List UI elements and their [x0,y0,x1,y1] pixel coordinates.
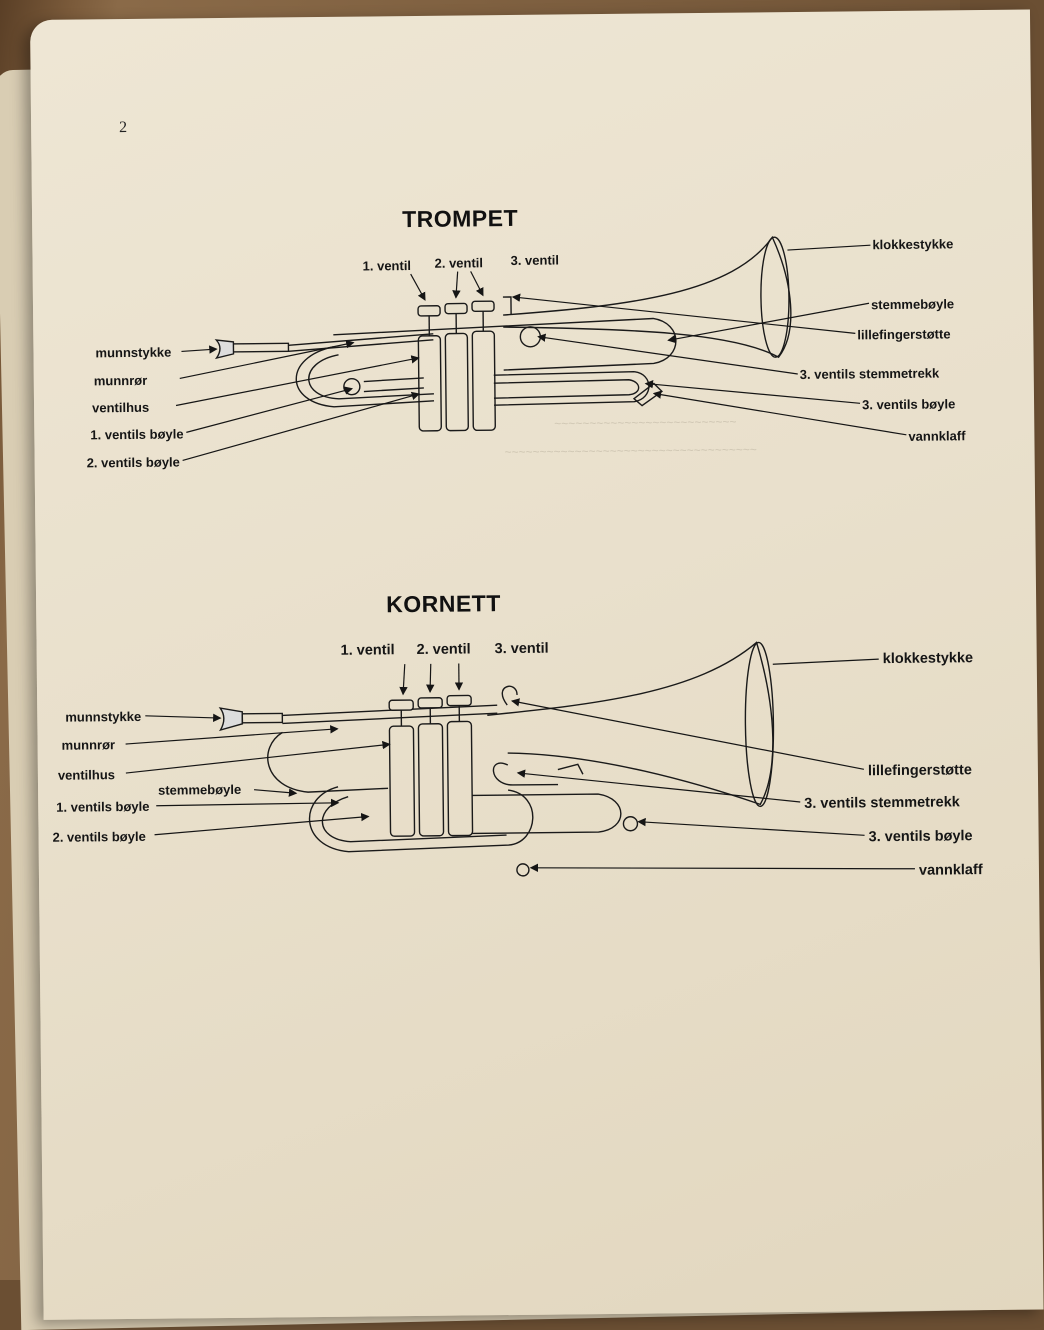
kornett-drawing [220,642,775,879]
instrument-drawings [30,10,1040,1020]
trompet-drawing [215,237,792,433]
book-page: 2 ~~~~~~~~~~~~~~~~~~~~~~~~~~ ~~~~~~~~~~~… [30,10,1044,1320]
